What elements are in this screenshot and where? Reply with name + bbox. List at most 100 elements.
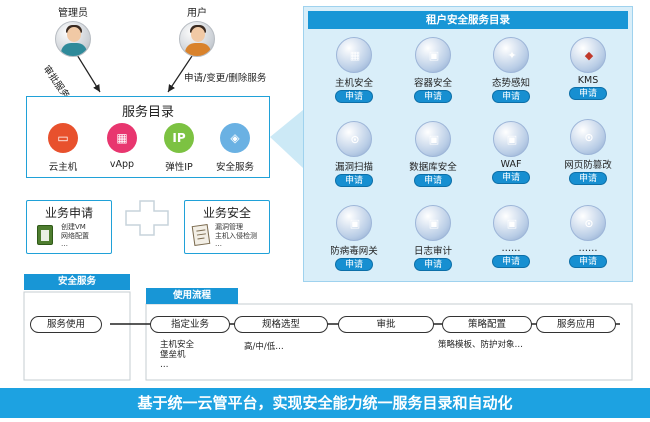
apply-button[interactable]: 申请 xyxy=(492,171,530,184)
catalog-item-label: vApp xyxy=(109,159,135,170)
monitor-icon: ▭ xyxy=(48,123,78,153)
apply-button[interactable]: 申请 xyxy=(335,90,373,103)
document-icon xyxy=(191,223,211,247)
firewall-icon: ▦ xyxy=(336,37,372,73)
request-line: 创建VM xyxy=(61,223,86,231)
apply-button[interactable]: 申请 xyxy=(492,90,530,103)
catalog-item-label: 安全服务 xyxy=(215,162,254,173)
catalog-item-label: 云主机 xyxy=(48,162,78,173)
service-container-security: ▣ 容器安全 申请 xyxy=(397,37,469,103)
network-icon: ✦ xyxy=(493,37,529,73)
service-usage-pill[interactable]: 服务使用 xyxy=(30,316,102,333)
magnifier-icon: ⊙ xyxy=(570,205,606,241)
tenant-panel-title: 租户安全服务目录 xyxy=(308,11,628,29)
business-request-box: 业务申请 创建VM 网络配置 … xyxy=(26,200,112,254)
apps-icon: ▦ xyxy=(107,123,137,153)
clipboard-icon xyxy=(37,225,53,245)
business-note: 堡垒机 xyxy=(160,350,186,360)
apply-button[interactable]: 申请 xyxy=(414,90,452,103)
service-log-audit: ▣ 日志审计 申请 xyxy=(397,205,469,271)
security-box-title: 业务安全 xyxy=(202,206,251,220)
step-policy-config[interactable]: 策略配置 xyxy=(442,316,532,333)
spec-note: 高/中/低… xyxy=(244,342,284,352)
catalog-item-security[interactable]: ◈ 安全服务 xyxy=(207,123,263,173)
service-label: KMS xyxy=(577,75,599,86)
service-label: 态势感知 xyxy=(491,78,530,89)
service-web-tamper: ⊙ 网页防篡改 申请 xyxy=(552,119,624,185)
service-label: 防病毒网关 xyxy=(330,246,378,257)
admin: 管理员 xyxy=(28,4,118,57)
user: 用户 xyxy=(152,4,242,57)
catalog-title: 服务目录 xyxy=(121,105,174,120)
plus-shape xyxy=(125,200,169,236)
service-label: …… xyxy=(578,243,598,254)
lock-icon: ▣ xyxy=(415,121,451,157)
service-more-2: ⊙ …… 申请 xyxy=(552,205,624,268)
service-antivirus-gateway: ▣ 防病毒网关 申请 xyxy=(318,205,390,271)
service-label: 容器安全 xyxy=(413,78,452,89)
apply-button[interactable]: 申请 xyxy=(414,174,452,187)
service-db-security: ▣ 数据库安全 申请 xyxy=(397,121,469,187)
magnifier-icon: ⊙ xyxy=(570,119,606,155)
business-notes: 主机安全 堡垒机 … xyxy=(160,340,194,370)
business-note: 主机安全 xyxy=(160,340,195,350)
request-line: 网络配置 xyxy=(61,231,89,240)
business-security-box: 业务安全 漏洞管理 主机入侵检测 … xyxy=(184,200,270,254)
lock-icon: ▣ xyxy=(415,37,451,73)
service-vuln-scan: ⊙ 漏洞扫描 申请 xyxy=(318,121,390,187)
magnifier-icon: ⊙ xyxy=(336,121,372,157)
business-note: … xyxy=(160,360,169,370)
service-kms: ◆ KMS 申请 xyxy=(552,37,624,100)
service-label: 漏洞扫描 xyxy=(334,162,373,173)
step-service-apply[interactable]: 服务应用 xyxy=(536,316,616,333)
catalog-item-vapp[interactable]: ▦ vApp xyxy=(94,123,150,170)
process-header: 使用流程 xyxy=(146,288,238,304)
apply-button[interactable]: 申请 xyxy=(569,87,607,100)
security-line: … xyxy=(215,240,222,248)
apply-button[interactable]: 申请 xyxy=(492,255,530,268)
key-shield-icon: ◆ xyxy=(570,37,606,73)
service-host-security: ▦ 主机安全 申请 xyxy=(318,37,390,103)
service-more-1: ▣ …… 申请 xyxy=(475,205,547,268)
user-label: 用户 xyxy=(187,8,207,19)
catalog-item-label: 弹性IP xyxy=(165,162,193,173)
apply-button[interactable]: 申请 xyxy=(569,255,607,268)
user-avatar xyxy=(179,21,215,57)
service-catalog: 服务目录 ▭ 云主机 ▦ vApp IP 弹性IP ◈ 安全服务 xyxy=(26,96,270,178)
apply-button[interactable]: 申请 xyxy=(335,174,373,187)
apply-button[interactable]: 申请 xyxy=(569,172,607,185)
admin-avatar xyxy=(55,21,91,57)
request-box-title: 业务申请 xyxy=(44,206,93,220)
ip-icon: IP xyxy=(164,123,194,153)
security-service-header: 安全服务 xyxy=(24,274,130,290)
tenant-security-panel: 租户安全服务目录 ▦ 主机安全 申请 ▣ 容器安全 申请 ✦ 态势感知 申请 ◆… xyxy=(303,6,633,282)
service-label: 日志审计 xyxy=(413,246,452,257)
service-waf: ▣ WAF 申请 xyxy=(475,121,547,184)
callout-triangle xyxy=(270,110,303,168)
admin-label: 管理员 xyxy=(58,8,88,19)
security-frame xyxy=(23,291,131,381)
security-line: 主机入侵检测 xyxy=(215,231,257,240)
lock-icon: ▣ xyxy=(336,205,372,241)
catalog-item-vm[interactable]: ▭ 云主机 xyxy=(35,123,91,173)
step-approval[interactable]: 审批 xyxy=(338,316,434,333)
request-line: … xyxy=(61,240,68,248)
admin-arrow xyxy=(73,49,101,93)
policy-note: 策略模板、防护对象… xyxy=(438,340,524,350)
shield-icon: ◈ xyxy=(220,123,250,153)
bottom-banner: 基于统一云管平台，实现安全能力统一服务目录和自动化 xyxy=(0,388,650,418)
apply-button[interactable]: 申请 xyxy=(414,258,452,271)
step-specify-business[interactable]: 指定业务 xyxy=(150,316,230,333)
service-label: 网页防篡改 xyxy=(564,160,612,171)
service-label: …… xyxy=(501,243,521,254)
apply-button[interactable]: 申请 xyxy=(335,258,373,271)
security-line: 漏洞管理 xyxy=(215,223,243,231)
catalog-item-eip[interactable]: IP 弹性IP xyxy=(151,123,207,173)
service-label: 主机安全 xyxy=(334,78,373,89)
process-frame xyxy=(145,303,633,381)
user-arrow xyxy=(167,49,197,93)
service-situation-awareness: ✦ 态势感知 申请 xyxy=(475,37,547,103)
service-label: 数据库安全 xyxy=(409,162,457,173)
step-spec-selection[interactable]: 规格选型 xyxy=(234,316,328,333)
lock-icon: ▣ xyxy=(415,205,451,241)
